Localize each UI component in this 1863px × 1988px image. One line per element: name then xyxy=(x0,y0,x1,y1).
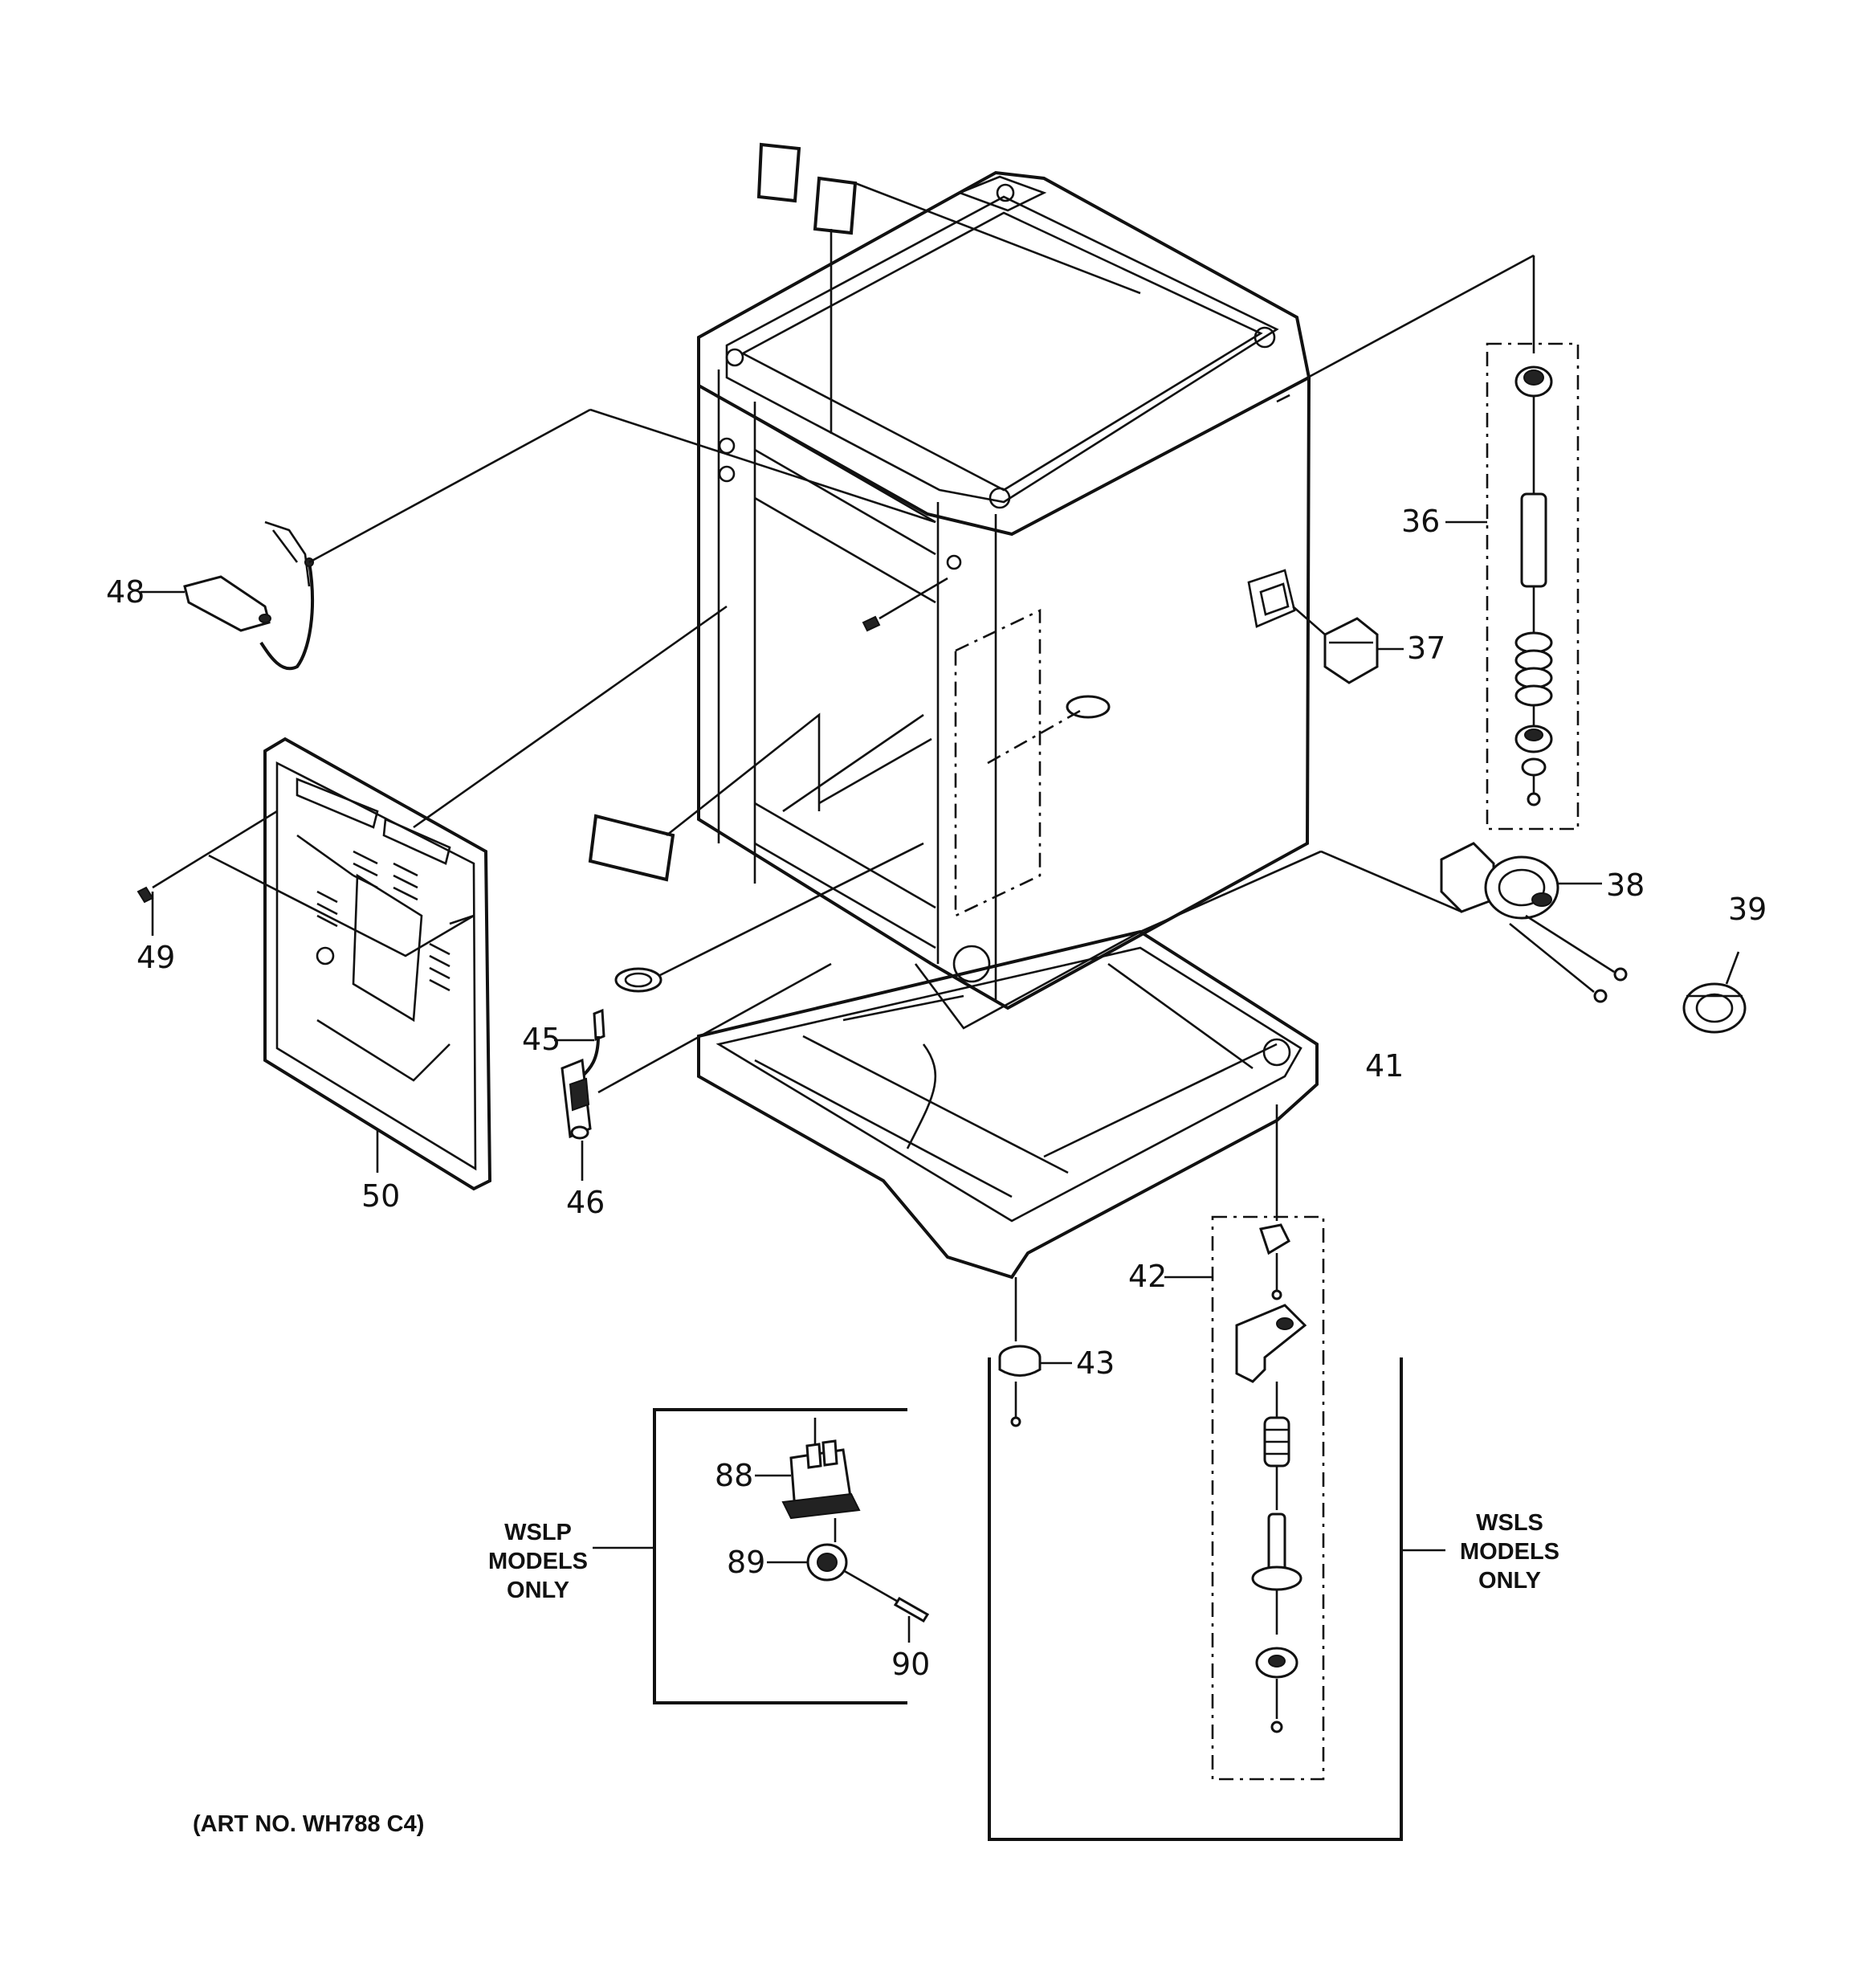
label-39: 39 xyxy=(1728,892,1767,927)
label-41: 41 xyxy=(1365,1048,1404,1084)
label-38: 38 xyxy=(1606,867,1645,903)
part-48-wire-harness xyxy=(141,408,936,671)
part-39-filter xyxy=(1682,951,1747,1034)
part-37-grommet xyxy=(1292,606,1404,684)
cabinet-labels xyxy=(588,142,1141,882)
part-46-switch xyxy=(561,962,832,1181)
label-48: 48 xyxy=(106,574,145,610)
cabinet-screw xyxy=(862,577,948,632)
wslp-note-line1: WSLP xyxy=(504,1520,572,1545)
part-38-pump xyxy=(1139,842,1628,1003)
art-number: (ART NO. WH788 C4) xyxy=(193,1811,424,1837)
label-43: 43 xyxy=(1076,1345,1115,1381)
label-89: 89 xyxy=(727,1545,765,1580)
label-90: 90 xyxy=(891,1647,930,1682)
wslp-note-line3: ONLY xyxy=(507,1578,569,1603)
wsls-note-line2: MODELS xyxy=(1460,1539,1559,1565)
part-49-screw xyxy=(137,810,278,936)
part-45-hose xyxy=(554,1008,605,1078)
wslp-note-line2: MODELS xyxy=(488,1549,588,1574)
base-part-41 xyxy=(697,929,1319,1280)
part-50-back-panel xyxy=(208,605,728,1191)
wsls-note-line1: WSLS xyxy=(1476,1510,1543,1536)
wslp-group xyxy=(593,1408,930,1704)
label-49: 49 xyxy=(137,940,175,975)
label-50: 50 xyxy=(361,1178,400,1214)
label-45: 45 xyxy=(522,1022,561,1057)
wsls-bracket xyxy=(988,1357,1445,1841)
wsls-note-line3: ONLY xyxy=(1478,1568,1541,1594)
model-notes: WSLP MODELS ONLY WSLS MODELS ONLY (ART N… xyxy=(193,1510,1559,1837)
part-36-suspension-rod xyxy=(1292,254,1580,831)
part-number-labels: 36 37 38 39 41 42 43 45 46 48 49 50 88 8… xyxy=(106,504,1767,1682)
part-43-foot xyxy=(998,1277,1072,1427)
part-42-leveling-assembly xyxy=(1164,1104,1325,1781)
label-36: 36 xyxy=(1401,504,1440,539)
label-42: 42 xyxy=(1128,1259,1167,1294)
label-88: 88 xyxy=(715,1458,753,1493)
label-46: 46 xyxy=(566,1185,605,1220)
label-37: 37 xyxy=(1407,631,1445,666)
panel-vents xyxy=(316,850,450,992)
cabinet xyxy=(697,170,1311,1010)
clip-part xyxy=(614,695,1111,993)
